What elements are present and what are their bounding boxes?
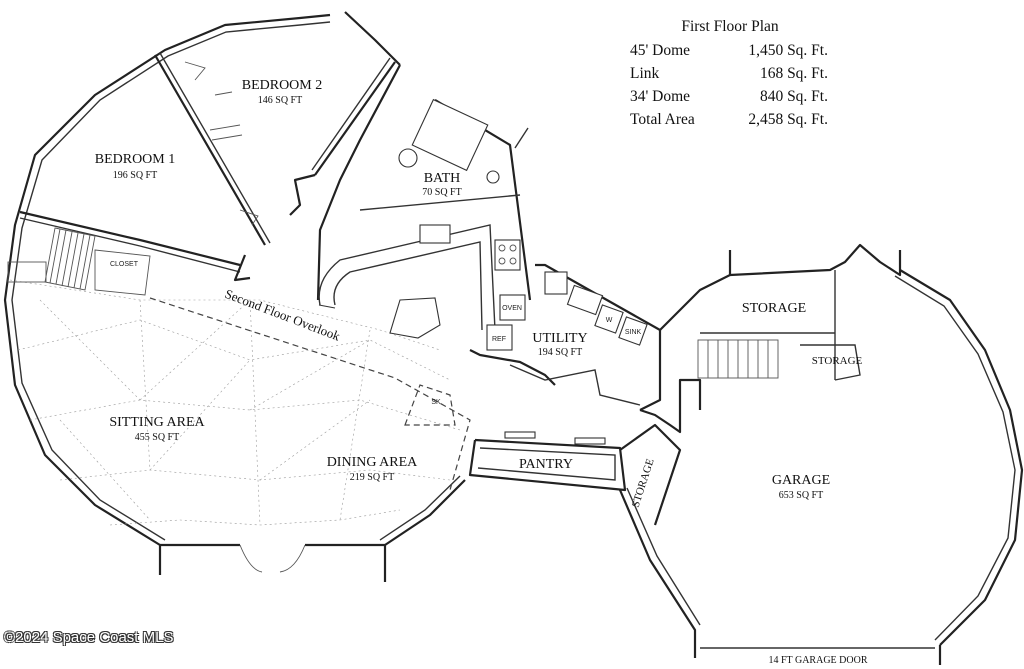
oven-label: OVEN [502,305,522,312]
storage-vertical-name: STORAGE [630,457,657,509]
bedroom1-name: BEDROOM 1 [95,152,176,167]
bedroom2-area: 146 SQ FT [258,95,302,106]
closet-box [94,249,151,296]
dining-area: 219 SQ FT [350,472,394,483]
overlook-label: Second Floor Overlook [223,286,343,344]
garage-door-label: 14 FT GARAGE DOOR [769,655,868,666]
summary-value: 2,458 Sq. Ft. [748,111,828,128]
bedroom-walls [7,52,396,296]
utility-name: UTILITY [532,331,587,346]
w-label: W [606,317,613,324]
link-walls [468,243,902,526]
summary-label: Link [630,65,660,82]
bath-kitchen [316,64,641,406]
storage-top-name: STORAGE [742,301,806,316]
garage-area: 653 SQ FT [779,490,823,501]
ref-label: REF [492,336,506,343]
copyright-watermark: ©2024 Space Coast MLS [4,629,174,646]
overlook-line [149,297,471,491]
summary-label: 34' Dome [630,88,691,105]
summary-row: 34' Dome 840 Sq. Ft. [630,86,828,109]
summary-value: 168 Sq. Ft. [759,65,828,82]
bedroom-stairs [44,227,96,291]
summary-title: First Floor Plan [681,18,779,35]
room-labels: BEDROOM 1 196 SQ FT BEDROOM 2 146 SQ FT … [95,78,868,666]
bath-name: BATH [424,171,461,186]
sk-label: SK [431,399,441,406]
dome-grid [9,279,461,526]
garage-dome-outline [618,269,1024,665]
closet-label: CLOSET [110,261,139,268]
sk-box [404,384,456,426]
summary-row: Total Area 2,458 Sq. Ft. [630,109,828,132]
sitting-name: SITTING AREA [109,415,205,430]
kitchen-island [389,297,441,339]
summary-row: Link 168 Sq. Ft. [630,63,828,86]
utility-area: 194 SQ FT [538,347,582,358]
summary-value: 840 Sq. Ft. [759,88,828,105]
garage-name: GARAGE [772,473,830,488]
pantry-name: PANTRY [519,457,573,472]
link-stairs [697,339,779,379]
bedroom1-area: 196 SQ FT [113,170,157,181]
sitting-area: 455 SQ FT [135,432,179,443]
large-dome-outline [3,11,466,582]
storage-small-name: STORAGE [812,355,863,367]
bath-area: 70 SQ FT [422,187,461,198]
summary-table: 45' Dome 1,450 Sq. Ft. Link 168 Sq. Ft. 34… [630,40,828,132]
dining-name: DINING AREA [327,455,418,470]
summary-label: Total Area [630,111,695,128]
bedroom2-name: BEDROOM 2 [242,78,323,93]
sink-label: SINK [625,329,642,336]
summary-row: 45' Dome 1,450 Sq. Ft. [630,40,828,63]
floor-plan-summary: First Floor Plan 45' Dome 1,450 Sq. Ft. L… [630,18,830,132]
summary-label: 45' Dome [630,42,691,59]
summary-value: 1,450 Sq. Ft. [748,42,828,59]
